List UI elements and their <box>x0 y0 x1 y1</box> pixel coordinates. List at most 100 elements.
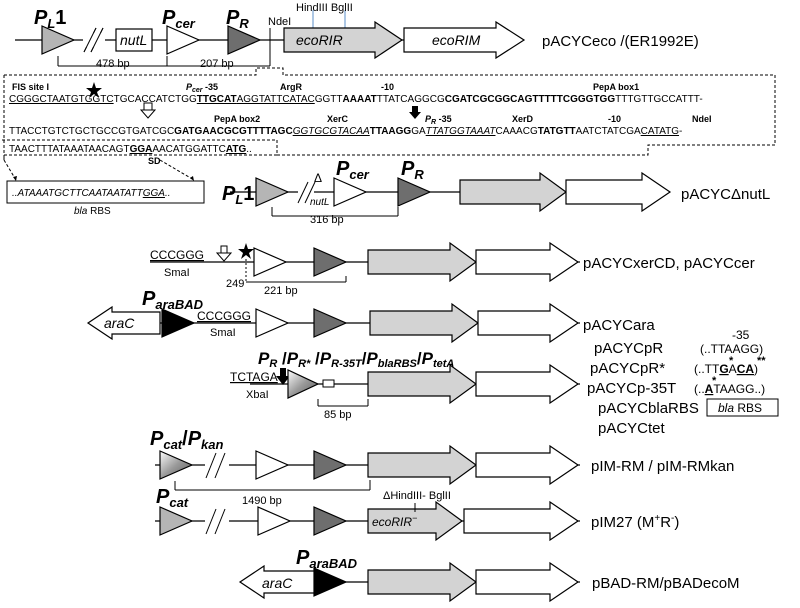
ndei2-label: NdeI <box>692 114 712 124</box>
mutation-star-3: * <box>712 375 717 387</box>
construct-pacyc-ara <box>86 302 580 344</box>
down-arrow-filled-icon <box>409 106 421 119</box>
ecorim-gene-arrow <box>475 363 580 405</box>
delta-sites-label: ΔHindIII- BglII <box>383 490 451 502</box>
construct-name-pacyctet: pACYCtet <box>598 420 666 437</box>
pcat-label: Pcat <box>156 486 189 510</box>
dist-207-label: 207 bp <box>200 58 234 70</box>
ecorim-gene-arrow <box>403 20 526 60</box>
bla-rbs-label: bla RBS <box>74 206 111 217</box>
seq-pacycpr-star: (..TTGACA) <box>694 362 758 376</box>
pcer-promoter-icon <box>166 25 201 55</box>
dist-478-label: 478 bp <box>96 58 130 70</box>
construct-name-pacycpr: pACYCpR <box>594 340 663 357</box>
xer-star-icon <box>238 243 254 259</box>
construct-name-pacycp-35t: pACYCp-35T <box>587 380 676 397</box>
xbai-label: XbaI <box>246 389 269 401</box>
smai-label: SmaI <box>210 327 236 339</box>
smai-seq: CCCGGG <box>197 309 251 323</box>
pr-variants-label: PR /PR* /PR-35T/PblaRBS/PtetA <box>258 349 454 370</box>
smai-seq: CCCGGG <box>150 248 204 262</box>
pcer-promoter-icon <box>253 247 288 277</box>
minus10-label: -10 <box>381 82 394 92</box>
sequence-line-3: TAACTTTATAAATAACAGTGGAAACATGGATTCATG.. <box>9 144 252 155</box>
pl1-label: PL1 <box>222 183 254 207</box>
construct-pacyceco <box>15 10 526 67</box>
construct-pacyc-xercd <box>150 241 580 283</box>
nutl-label: nutL <box>120 32 147 48</box>
pr-promoter-icon <box>397 177 432 207</box>
seq-pacycpr: (..TTAAGG) <box>700 342 763 356</box>
argr-label: ArgR <box>280 82 302 92</box>
pcat-promoter-icon <box>159 506 194 536</box>
paraBAD-promoter-icon <box>161 308 196 338</box>
ecorir-label: ecoRIR <box>296 32 343 48</box>
dist-249-label: 249 <box>226 278 244 290</box>
pl1-label: PL1 <box>34 7 66 31</box>
ecorim-gene-arrow <box>475 561 580 603</box>
pcer-promoter-icon <box>257 506 292 536</box>
pr-35-label: PR -35 <box>425 114 452 126</box>
pcer-promoter-icon <box>255 308 290 338</box>
hindiii-bglii-label: HindIII BglII <box>296 2 353 14</box>
pcer-label: Pcer <box>162 7 196 31</box>
construct-pbad <box>238 561 580 603</box>
bla-rbs-legend-label: bla RBS <box>718 401 762 415</box>
seq-pacycp-35t: (..ATAAGG..) <box>694 382 765 396</box>
pcer-promoter-icon <box>333 177 368 207</box>
dist-85-label: 85 bp <box>324 409 352 421</box>
pr-promoter-icon <box>313 247 348 277</box>
bla-rbs-legend-box <box>706 398 779 417</box>
pcer-label: Pcer <box>336 158 370 182</box>
delta-label: Δ <box>314 171 322 185</box>
pr-promoter-icon <box>227 25 262 55</box>
ecorim-gene-arrow <box>475 444 580 486</box>
fis-star-icon <box>86 82 102 98</box>
ecorim-gene-arrow <box>477 302 580 344</box>
ecorir-gene-arrow <box>283 20 404 60</box>
mutation-star-1: * <box>729 355 734 367</box>
pcer-35-label: Pcer -35 <box>186 82 218 94</box>
pl1-promoter-icon <box>41 25 76 55</box>
pl1-promoter-icon <box>255 177 290 207</box>
pcat-pkan-promoter-icon <box>159 450 194 480</box>
construct-pim27 <box>155 500 580 542</box>
arac-gene-arrow <box>86 305 161 341</box>
minus35-label: -35 <box>732 328 750 342</box>
ecorir-minus-gene-arrow <box>367 500 464 542</box>
dist-221-label: 221 bp <box>264 285 298 297</box>
pr-promoter-icon <box>313 506 348 536</box>
sequence-line-2: TTACCTGTCTGCTGCCGTGATCGCGATGAACGCGTTTTAG… <box>9 126 682 137</box>
construct-name-xercd: pACYCxerCD, pACYCcer <box>583 255 755 272</box>
pepa-box1-label: PepA box1 <box>593 82 639 92</box>
pr-label: PR <box>226 7 249 31</box>
xerd-label: XerD <box>512 114 534 124</box>
ecorir-gene-arrow <box>367 241 478 283</box>
dist-1490-label: 1490 bp <box>242 495 282 507</box>
ecorir-gene-arrow <box>367 363 478 405</box>
pcer-promoter-icon <box>255 450 290 480</box>
down-arrow-open-icon <box>139 102 157 119</box>
pr-variant-promoter-icon <box>287 369 320 399</box>
pr-promoter-icon <box>313 450 348 480</box>
paraBAD-label: ParaBAD <box>142 288 204 312</box>
rbs-box <box>322 379 335 388</box>
ecorir-minus-label: ecoRIR− <box>372 513 417 529</box>
paraBAD-promoter-icon <box>313 567 348 597</box>
sd-label: SD <box>148 156 161 166</box>
ecorim-gene-arrow <box>565 171 672 213</box>
construct-name-pacycblarbs: pACYCblaRBS <box>598 400 699 417</box>
construct-pacyc-dnutl <box>230 171 672 217</box>
paraBAD-label: ParaBAD <box>296 547 358 571</box>
ecorim-gene-arrow <box>463 500 580 542</box>
dist-316-label: 316 bp <box>310 214 344 226</box>
ecorim-label: ecoRIM <box>432 32 481 48</box>
ecorir-gene-arrow <box>367 561 478 603</box>
ecorir-gene-arrow <box>459 171 568 213</box>
ndei-label: NdeI <box>268 16 291 28</box>
pcat-pkan-label: Pcat/Pkan <box>150 428 224 452</box>
bla-rbs-box <box>6 180 205 204</box>
construct-pim-rm <box>155 444 580 491</box>
